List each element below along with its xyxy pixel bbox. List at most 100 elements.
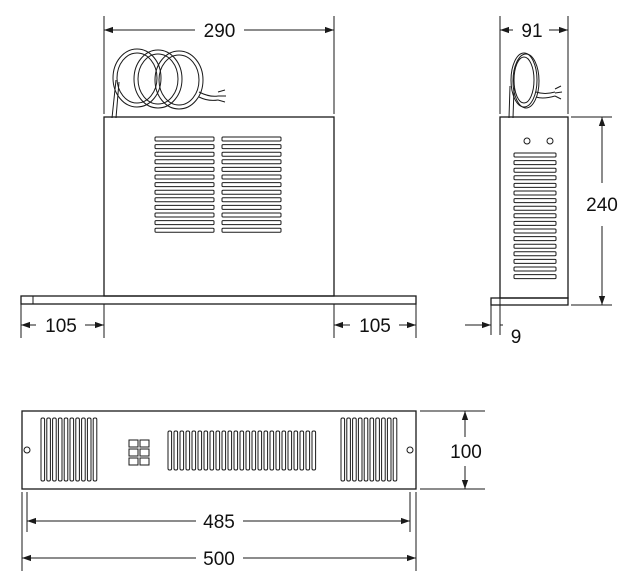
- grille-slot: [40, 417, 46, 482]
- side-view: 91 240 9: [465, 16, 618, 348]
- front-slat: [221, 227, 282, 233]
- grille-slot: [197, 430, 203, 471]
- grille-slot: [293, 430, 299, 471]
- grille-slot: [257, 430, 263, 471]
- dimension-base-side: 9: [465, 305, 521, 348]
- side-slat: [513, 190, 557, 196]
- dimension-inner-width-panel: 485: [26, 492, 411, 533]
- dimension-flange-right: 105: [333, 304, 417, 338]
- grille-slot: [263, 430, 269, 471]
- panel-screw-right: [406, 446, 414, 454]
- side-slat: [513, 205, 557, 211]
- grille-slot: [209, 430, 215, 471]
- side-slat: [513, 251, 557, 257]
- front-panel: [21, 410, 417, 490]
- switch: [128, 448, 139, 457]
- grille-slot: [305, 430, 311, 471]
- front-slat: [154, 212, 215, 218]
- side-slat: [513, 160, 557, 166]
- switch: [128, 457, 139, 466]
- control-switches: [128, 439, 150, 466]
- grille-slot: [233, 430, 239, 471]
- dimension-overall-width-panel: 500: [21, 492, 417, 571]
- front-slat: [221, 189, 282, 195]
- dim-label-240: 240: [586, 195, 618, 216]
- base-flange: [20, 295, 417, 305]
- front-slat: [154, 227, 215, 233]
- dimension-width-side: 91: [499, 16, 569, 114]
- grille-slot: [346, 417, 351, 482]
- dimension-width-front: 290: [103, 16, 335, 114]
- grille-slot: [69, 417, 75, 482]
- grille-slot: [311, 430, 317, 471]
- grille-slot: [299, 430, 305, 471]
- grille-slot: [227, 430, 233, 471]
- grille-center: [167, 430, 317, 471]
- front-slat: [154, 182, 215, 188]
- grille-slot: [86, 417, 92, 482]
- grille-slot: [92, 417, 98, 482]
- front-slat: [221, 159, 282, 165]
- front-slat: [154, 204, 215, 210]
- front-slat: [154, 166, 215, 172]
- grille-slot: [57, 417, 63, 482]
- front-slat: [154, 151, 215, 157]
- grille-slot: [363, 417, 369, 482]
- dimension-height-panel: 100: [420, 410, 485, 490]
- grille-slot: [245, 430, 251, 471]
- grille-slot: [281, 430, 287, 471]
- grille-slot: [275, 430, 281, 471]
- grille-right: [340, 417, 398, 482]
- front-view: 290 105 105: [20, 16, 417, 338]
- plan-view: 100 485 500: [21, 410, 485, 571]
- dim-label-91: 91: [521, 21, 542, 42]
- grille-slot: [381, 417, 386, 482]
- vent-grille-front: [154, 136, 282, 233]
- grille-slot: [179, 430, 185, 471]
- front-slat: [154, 189, 215, 195]
- switch: [139, 439, 150, 448]
- side-slat: [513, 152, 557, 158]
- dim-label-485: 485: [203, 512, 235, 533]
- grille-slot: [369, 417, 375, 482]
- grille-slot: [185, 430, 191, 471]
- switch: [128, 439, 139, 448]
- grille-slot: [357, 417, 363, 482]
- side-slat: [513, 198, 557, 204]
- front-slat: [221, 204, 282, 210]
- side-slat: [513, 182, 557, 188]
- grille-slot: [392, 417, 398, 482]
- front-slat: [154, 220, 215, 226]
- switch: [139, 457, 150, 466]
- front-slat: [221, 144, 282, 150]
- front-slat: [154, 136, 215, 142]
- grille-slot: [386, 417, 392, 482]
- side-slat: [513, 236, 557, 242]
- grille-slot: [75, 417, 80, 482]
- side-slat: [513, 266, 557, 272]
- side-hole-right: [546, 137, 554, 145]
- grille-left: [40, 417, 98, 482]
- dimension-height-side: 240: [571, 116, 618, 306]
- grille-slot: [352, 417, 357, 482]
- front-slat: [154, 197, 215, 203]
- side-slat: [513, 228, 557, 234]
- front-slat: [154, 144, 215, 150]
- vent-grille-side: [513, 152, 557, 280]
- front-slat: [221, 212, 282, 218]
- grille-slot: [63, 417, 69, 482]
- side-hole-left: [523, 137, 531, 145]
- switch: [139, 448, 150, 457]
- grille-slot: [239, 430, 245, 471]
- dim-label-105-left: 105: [45, 316, 77, 337]
- side-slat: [513, 175, 557, 181]
- front-slat: [154, 174, 215, 180]
- front-slat: [221, 197, 282, 203]
- grille-slot: [287, 430, 293, 471]
- front-slat: [221, 166, 282, 172]
- grille-slot: [215, 430, 221, 471]
- grille-slot: [46, 417, 51, 482]
- side-slat: [513, 243, 557, 249]
- front-slat: [221, 220, 282, 226]
